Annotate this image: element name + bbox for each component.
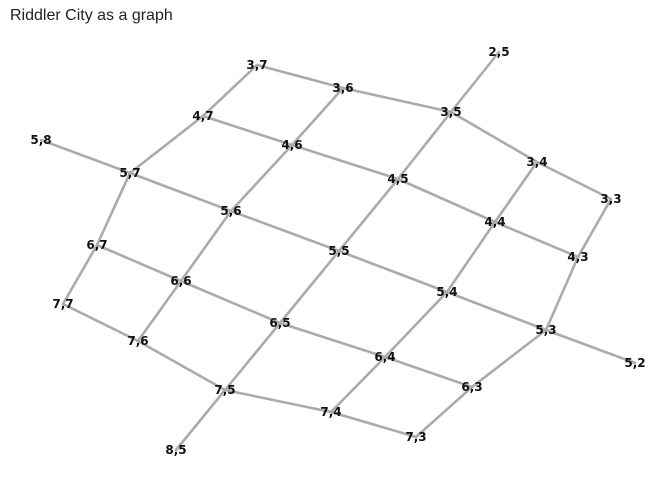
graph-edge xyxy=(337,177,400,253)
graph-edge xyxy=(290,86,345,147)
graph-edge xyxy=(128,114,205,175)
node-label: 5,3 xyxy=(535,323,556,337)
node-label: 5,5 xyxy=(328,244,349,258)
graph-edge xyxy=(201,63,259,118)
graph-edge xyxy=(493,220,580,259)
graph-edge xyxy=(255,63,345,90)
node-label: 5,8 xyxy=(30,133,51,147)
node-label: 6,5 xyxy=(269,316,290,330)
graph-edge xyxy=(544,328,637,365)
node-label-layer: 2,5 3,3 3,4 3,5 3,6 3,7 4,3 4,4 4,5 4,6 4,7 5,2 5,3 5… xyxy=(30,45,645,457)
graph-edge xyxy=(223,388,333,414)
graph-edge xyxy=(449,110,539,164)
graph-edge xyxy=(535,160,613,201)
graph-edge xyxy=(383,290,449,359)
edge-layer xyxy=(39,50,637,452)
node-label: 8,5 xyxy=(165,443,186,457)
graph-edge xyxy=(128,171,233,213)
node-label: 3,4 xyxy=(526,155,547,169)
node-label: 3,5 xyxy=(440,105,461,119)
graph-edge xyxy=(61,302,140,343)
node-label: 3,3 xyxy=(600,192,621,206)
node-label: 4,5 xyxy=(387,172,408,186)
graph-edge xyxy=(337,249,449,294)
node-label: 3,7 xyxy=(246,58,267,72)
graph-edge xyxy=(290,143,400,181)
node-label: 7,5 xyxy=(214,383,235,397)
graph-edge xyxy=(341,86,453,114)
node-label: 5,4 xyxy=(436,285,457,299)
graph-edge xyxy=(278,321,387,359)
node-label: 5,6 xyxy=(220,204,241,218)
node-label: 7,6 xyxy=(127,334,148,348)
graph-edge xyxy=(229,209,341,253)
graph-edge xyxy=(445,290,548,332)
graph-edge xyxy=(414,385,474,439)
graph-edge xyxy=(396,110,453,181)
graph-edge xyxy=(229,143,294,213)
graph-edge xyxy=(383,355,474,389)
graph-edge xyxy=(449,50,501,114)
node-label: 7,7 xyxy=(52,297,73,311)
graph-edge xyxy=(179,279,282,325)
graph-edge xyxy=(278,249,341,325)
node-label: 4,6 xyxy=(281,138,302,152)
node-label: 3,6 xyxy=(332,81,353,95)
graph-edge xyxy=(95,243,183,283)
graph-edge xyxy=(136,279,183,343)
graph-edge xyxy=(329,355,387,414)
node-label: 6,6 xyxy=(170,274,191,288)
node-label: 7,3 xyxy=(405,430,426,444)
node-label: 4,3 xyxy=(567,250,588,264)
node-label: 2,5 xyxy=(488,45,509,59)
graph-edge xyxy=(470,328,548,389)
graph-edge xyxy=(396,177,497,224)
node-label: 4,4 xyxy=(484,215,505,229)
graph-edge xyxy=(39,138,132,175)
graph-edge xyxy=(445,220,497,294)
graph-edge xyxy=(576,197,613,259)
node-label: 6,7 xyxy=(86,238,107,252)
graph-edge xyxy=(201,114,294,147)
graph-edge xyxy=(61,243,99,306)
node-label: 5,7 xyxy=(119,166,140,180)
graph-edge xyxy=(223,321,282,392)
graph-edge xyxy=(329,410,418,439)
graph-edge xyxy=(544,255,580,332)
graph-edge xyxy=(95,171,132,247)
graph-edge xyxy=(136,339,227,392)
node-label: 5,2 xyxy=(624,356,645,370)
node-label: 7,4 xyxy=(320,405,341,419)
node-label: 6,4 xyxy=(374,350,395,364)
graph-edge xyxy=(174,388,227,452)
graph-edge xyxy=(179,209,233,283)
node-label: 6,3 xyxy=(461,380,482,394)
node-label: 4,7 xyxy=(192,109,213,123)
graph-edge xyxy=(493,160,539,224)
figure-title: Riddler City as a graph xyxy=(10,7,173,24)
